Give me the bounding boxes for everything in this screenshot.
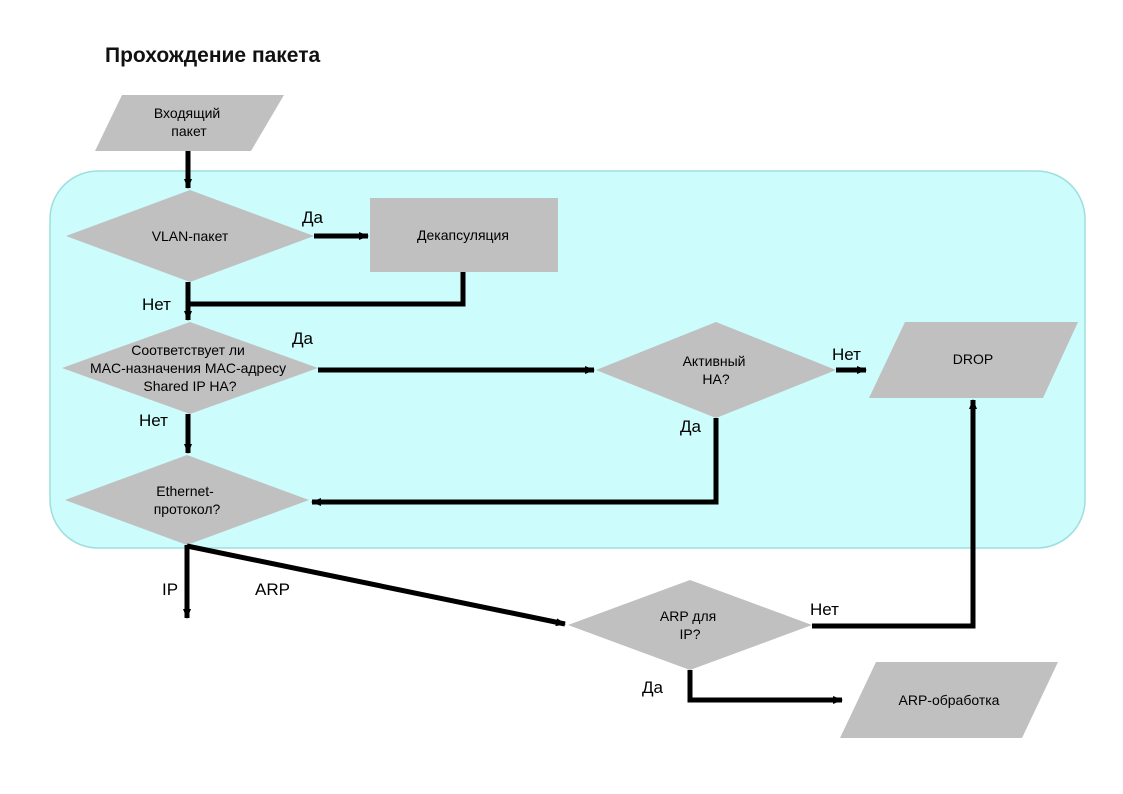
arp-for-ip-label: ARP для IP? (660, 608, 720, 642)
arrow-ha-yes-to-ethernet (311, 418, 719, 506)
arrow-decap-return (188, 272, 466, 307)
edge-label-arp-yes: Да (642, 678, 664, 697)
arrow-arp-no-to-drop (812, 399, 977, 629)
mac-match-label: Соответствует ли MAC-назначения MAC-адре… (90, 342, 290, 394)
edge-label-arp-no: Нет (810, 600, 839, 619)
connectors (183, 151, 977, 704)
arp-processing-node (840, 662, 1058, 738)
edge-label-eth-ip: IP (162, 580, 178, 599)
edge-label-mac-yes: Да (292, 329, 314, 348)
processing-region (49, 170, 1086, 549)
edge-label-ha-yes: Да (680, 417, 702, 436)
active-ha-label: Активный HA? (683, 353, 750, 387)
arrow-ethernet-arp (186, 543, 566, 627)
edge-label-ha-no: Нет (832, 345, 861, 364)
arp-for-ip-decision-node (568, 580, 812, 670)
decapsulation-node (370, 198, 558, 272)
decapsulation-label: Декапсуляция (417, 227, 509, 243)
edge-label-mac-no: Нет (139, 411, 168, 430)
edge-label-vlan-yes: Да (302, 208, 324, 227)
mac-match-decision-node (62, 322, 318, 414)
arrow-arp-yes-to-processing (687, 670, 843, 704)
drop-node (869, 322, 1078, 398)
active-ha-decision-node (596, 322, 836, 418)
incoming-packet-node (95, 95, 284, 151)
incoming-packet-label: Входящий пакет (154, 105, 224, 139)
arp-processing-label: ARP-обработка (899, 692, 1000, 708)
drop-label: DROP (953, 351, 993, 367)
vlan-decision-label: VLAN-пакет (152, 228, 229, 244)
vlan-decision-node (66, 190, 314, 282)
edge-label-eth-arp: ARP (255, 580, 290, 599)
ethernet-decision-label: Ethernet- протокол? (154, 483, 221, 517)
diagram-title: Прохождение пакета (105, 44, 321, 67)
edge-label-vlan-no: Нет (142, 295, 171, 314)
ethernet-decision-node (65, 455, 309, 545)
